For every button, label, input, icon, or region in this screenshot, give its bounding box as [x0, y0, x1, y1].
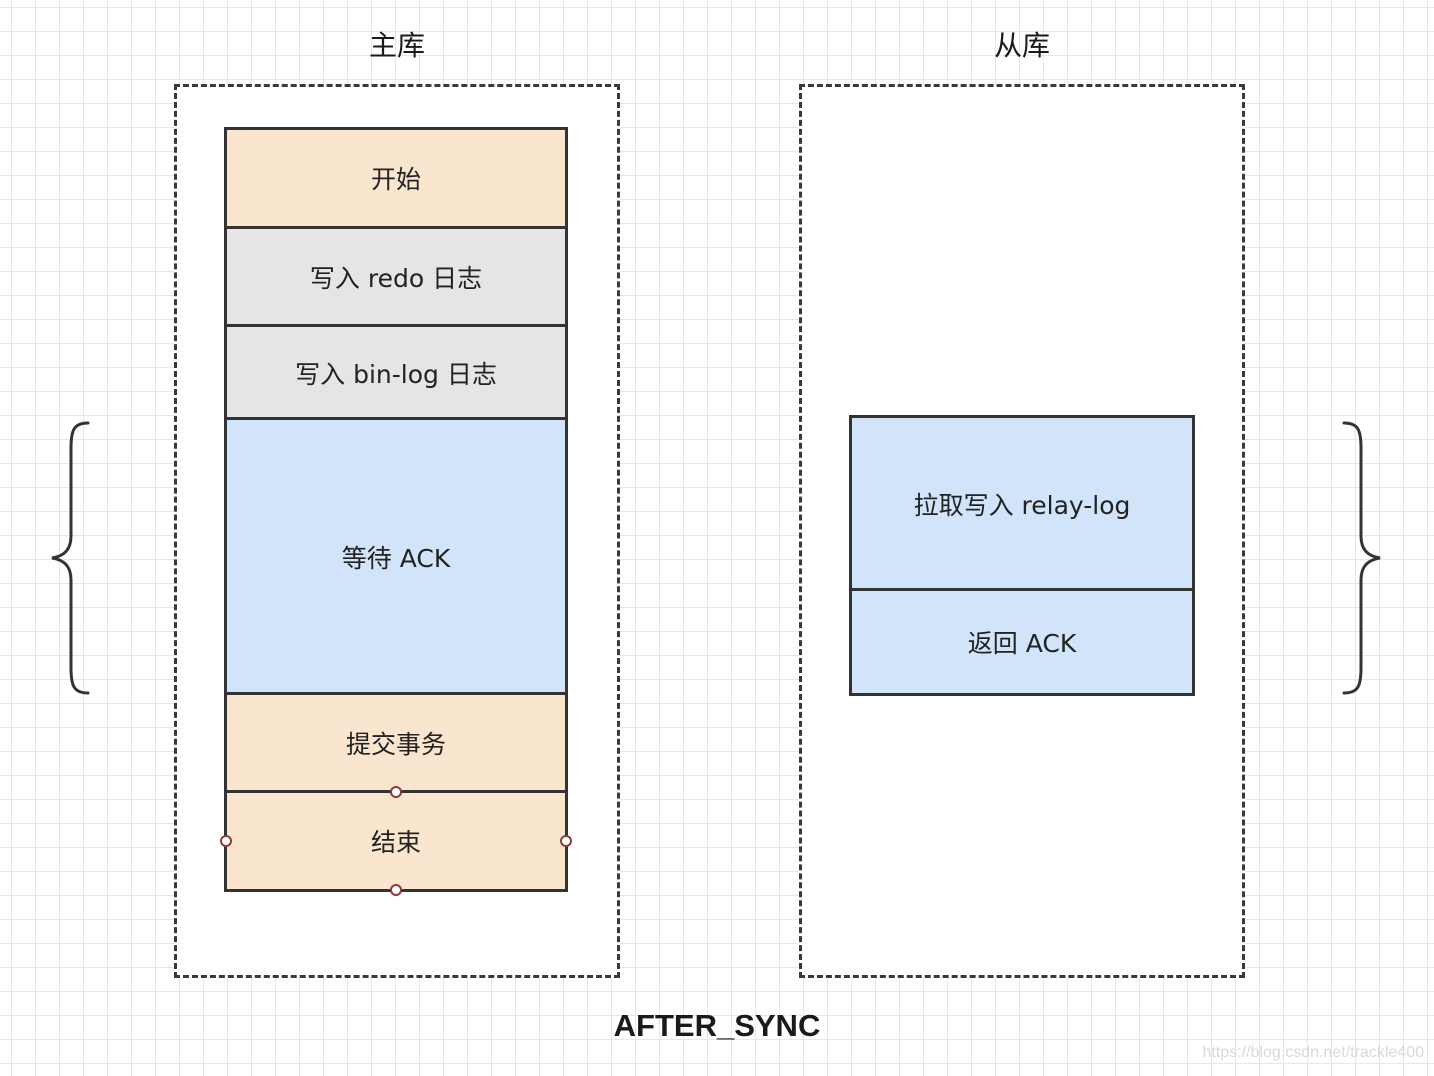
step-pull-relay-log: 拉取写入 relay-log	[849, 415, 1195, 592]
replica-title: 从库	[993, 29, 1050, 62]
diagram-caption: AFTER_SYNC	[613, 1008, 821, 1043]
resize-handle-bottom[interactable]	[390, 884, 402, 896]
right-brace-icon	[1342, 421, 1381, 695]
step-write-binlog: 写入 bin-log 日志	[224, 324, 568, 421]
resize-handle-right[interactable]	[560, 835, 572, 847]
resize-handle-left[interactable]	[220, 835, 232, 847]
primary-title: 主库	[368, 29, 425, 62]
step-start: 开始	[224, 127, 568, 229]
step-wait-ack: 等待 ACK	[224, 417, 568, 696]
step-write-redo-log: 写入 redo 日志	[224, 226, 568, 327]
step-end[interactable]: 结束	[224, 790, 568, 892]
left-brace-icon	[51, 421, 90, 695]
step-return-ack: 返回 ACK	[849, 588, 1195, 696]
step-commit-transaction: 提交事务	[224, 692, 568, 794]
watermark: https://blog.csdn.net/trackle400	[1202, 1044, 1424, 1061]
resize-handle-top[interactable]	[390, 786, 402, 798]
